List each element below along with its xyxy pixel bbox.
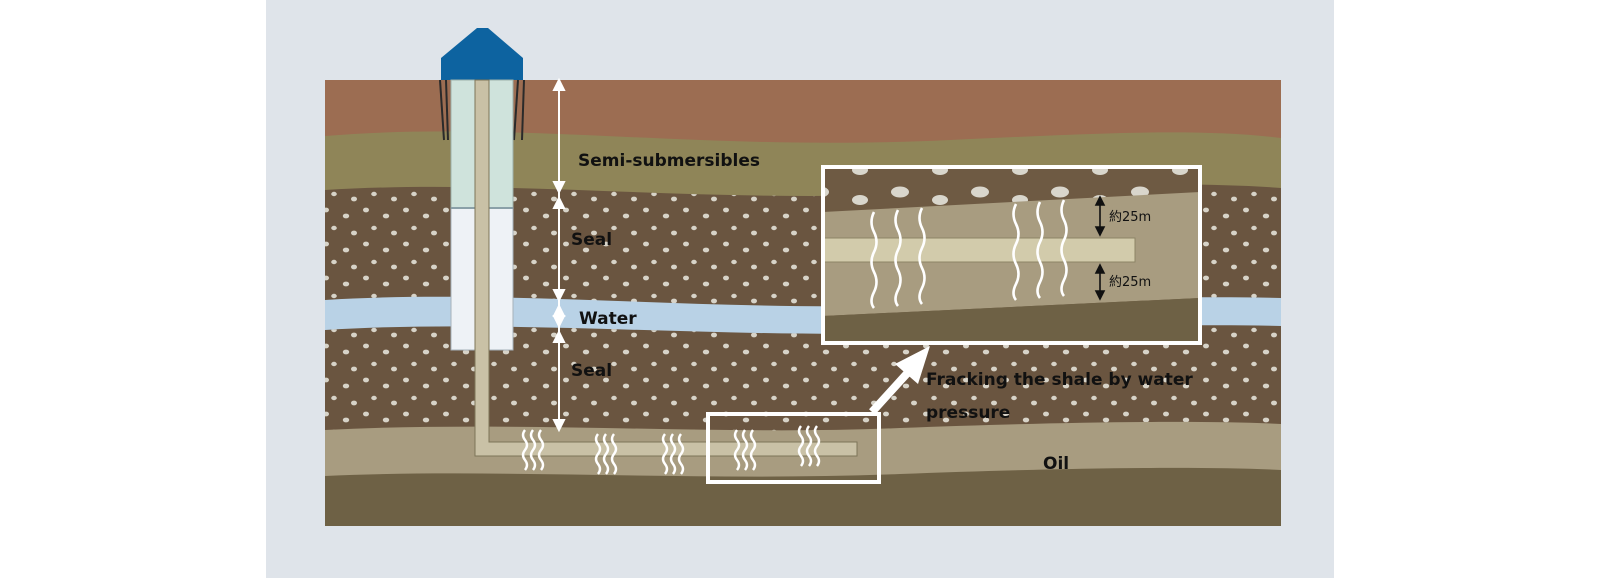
label-inset-bottom-thickness: 約25m xyxy=(1109,275,1151,290)
well xyxy=(439,28,858,457)
label-water: Water xyxy=(579,309,637,329)
wavy-fracture-icon xyxy=(733,429,757,471)
label-semi-submersibles: Semi-submersibles xyxy=(578,151,760,171)
label-inset-top-thickness: 約25m xyxy=(1109,210,1151,225)
label-seal-lower: Seal xyxy=(571,361,612,381)
label-fracking-line2: pressure xyxy=(926,403,1010,423)
label-fracking-line1: Fracking the shale by water xyxy=(926,370,1193,390)
wavy-fracture-icon xyxy=(661,433,685,475)
wavy-fracture-icon xyxy=(594,433,618,475)
label-seal-upper: Seal xyxy=(571,230,612,250)
wavy-fracture-icon xyxy=(797,425,821,467)
arrow-icon xyxy=(869,346,930,415)
wavy-fracture-icon xyxy=(521,429,545,471)
label-oil: Oil xyxy=(1043,454,1069,474)
zoom-inset xyxy=(821,165,1202,345)
bedrock-layer xyxy=(325,467,1281,526)
depth-scale xyxy=(552,77,566,433)
zoom-highlight-box xyxy=(706,412,881,484)
house-roof-icon xyxy=(441,28,523,80)
drill-pipe xyxy=(474,79,858,457)
fracture-waves xyxy=(521,425,821,475)
inset-drill-pipe xyxy=(823,237,1136,263)
